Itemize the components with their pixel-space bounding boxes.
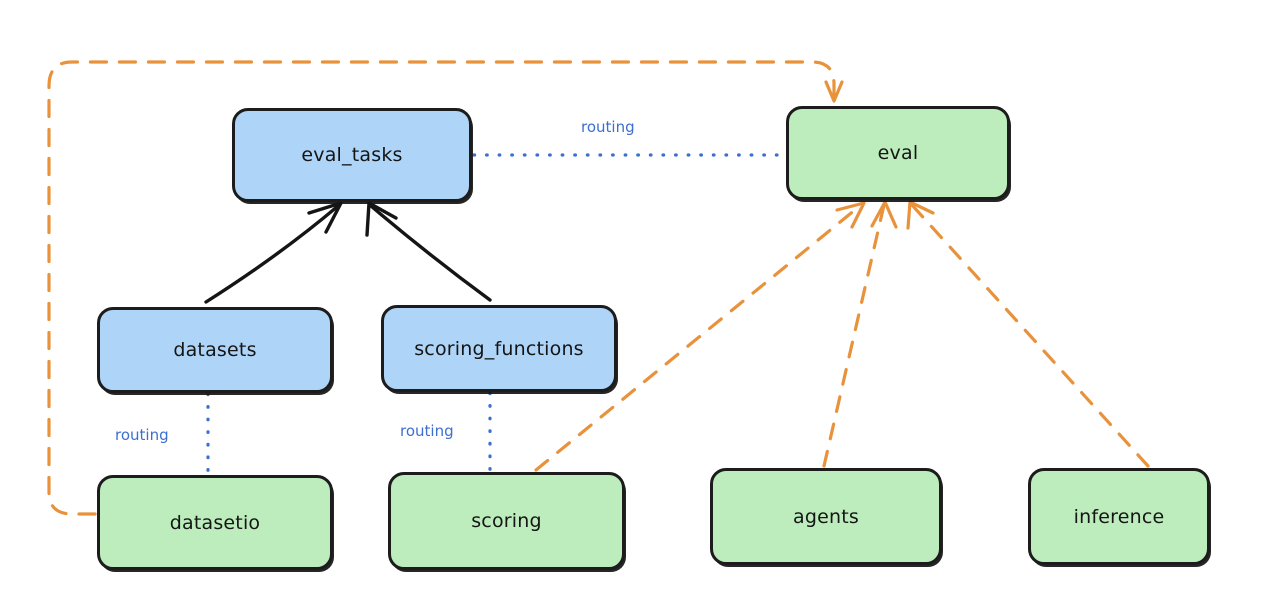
edge-inference-to-eval bbox=[906, 200, 1150, 468]
node-inference-label: inference bbox=[1073, 505, 1165, 528]
node-datasets-label: datasets bbox=[173, 339, 257, 361]
node-eval-tasks[interactable]: eval_tasks bbox=[232, 108, 472, 202]
node-scoring-functions[interactable]: scoring_functions bbox=[381, 305, 617, 392]
node-scoring[interactable]: scoring bbox=[388, 472, 625, 570]
node-eval[interactable]: eval bbox=[786, 106, 1010, 200]
node-eval-label: eval bbox=[877, 142, 919, 164]
node-agents-label: agents bbox=[793, 505, 859, 528]
edge-datasets-to-eval_tasks bbox=[204, 201, 343, 304]
node-datasetio-label: datasetio bbox=[169, 511, 261, 534]
edge-scoring_functions-to-eval_tasks bbox=[365, 201, 492, 302]
node-datasetio[interactable]: datasetio bbox=[97, 475, 333, 570]
edge-label-routing-scoring-functions-scoring: routing bbox=[397, 422, 457, 440]
edge-label-routing-datasets-datasetio: routing bbox=[112, 426, 172, 444]
node-scoring-label: scoring bbox=[471, 510, 542, 532]
edge-agents-to-eval bbox=[822, 200, 898, 468]
node-eval-tasks-label: eval_tasks bbox=[301, 144, 403, 166]
node-inference[interactable]: inference bbox=[1028, 468, 1210, 565]
edge-label-routing-eval-tasks-eval: routing bbox=[578, 118, 638, 136]
node-scoring-functions-label: scoring_functions bbox=[414, 337, 584, 360]
edge-scoring-to-eval bbox=[534, 201, 866, 472]
edge-datasetio-to-eval bbox=[47, 60, 844, 516]
node-agents[interactable]: agents bbox=[710, 468, 942, 565]
node-datasets[interactable]: datasets bbox=[97, 307, 333, 393]
